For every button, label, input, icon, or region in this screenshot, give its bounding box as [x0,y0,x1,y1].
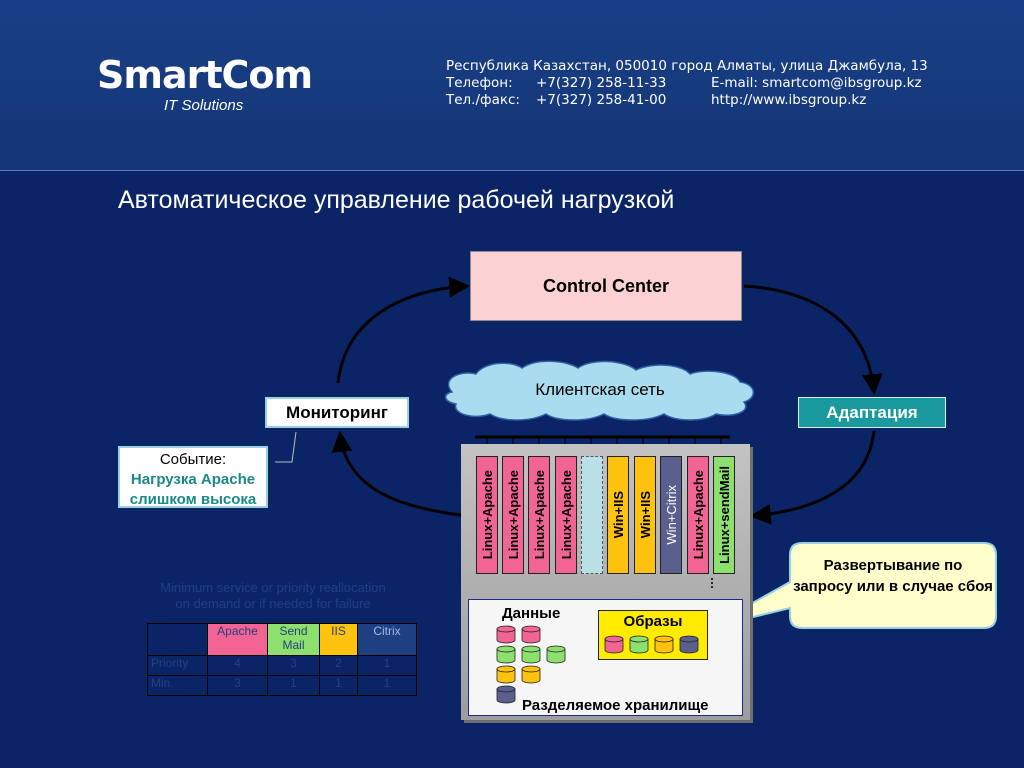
server-label: Linux+Apache [479,470,495,560]
server-6: Win+IIS [607,456,629,574]
adaptation-label: Адаптация [826,402,918,422]
logo: SmartCom [97,53,313,97]
arrow-cluster-to-monitoring [331,430,469,518]
server-label: Linux+Apache [690,470,706,560]
server-label: Win+Citrix [663,485,679,545]
phone-label: Телефон: [446,75,513,91]
priority-cell: 1 [319,675,358,696]
event-connector-line [275,431,297,463]
header-banner: SmartCom IT Solutions Республика Казахст… [0,0,1024,171]
control-center-label: Control Center [543,276,669,296]
priority-note: Minimum service or priority reallocation… [148,580,398,612]
priority-cell: 4 [207,655,268,676]
logo-subtitle: IT Solutions [164,97,244,114]
storage-label: Разделяемое хранилище [522,697,709,714]
priority-cell: 2 [319,655,358,676]
arrow-control-to-adaptation [743,284,883,396]
server-label: Linux+Apache [558,470,574,560]
arrow-monitoring-to-control [336,276,471,384]
priority-row-label: Min. [147,675,208,696]
images-label: Образы [623,613,683,630]
data-label: Данные [502,605,561,622]
event-box: Событие: Нагрузка Apache слишком высока [118,446,268,508]
server-9: Linux+Apache [687,456,709,574]
server-7: Win+IIS [634,456,656,574]
monitoring-box: Мониторинг [265,397,409,428]
server-label: Win+IIS [610,491,626,539]
server-10: Linux+sendMail [713,456,735,574]
cloud-shape [444,360,754,421]
server-1: Linux+Apache [476,456,498,574]
priority-header-cell: IIS [319,623,358,656]
server-label: Linux+sendMail [716,466,732,564]
server-label: Win+IIS [637,491,653,539]
server-2: Linux+Apache [502,456,524,574]
client-network-label: Клиентская сеть [535,380,665,399]
event-line-1: Нагрузка Apache [130,471,256,488]
control-center-box: Control Center [470,251,742,321]
address: Республика Казахстан, 050010 город Алмат… [446,58,928,74]
priority-header-cell: Apache [207,623,268,656]
page-title: Автоматическое управление рабочей нагруз… [118,186,675,214]
server-4: Linux+Apache [555,456,577,574]
fax: +7(327) 258-41-00 [536,92,667,108]
priority-note-line-1: Minimum service or priority reallocation [160,580,386,595]
priority-cell: 1 [267,675,320,696]
server-label: Linux+Apache [531,470,547,560]
priority-header-cell: Send Mail [267,623,320,656]
callout-text: Развертывание по запросу или в случае сб… [793,557,993,595]
priority-cell: 1 [357,675,417,696]
server-label: Linux+Apache [505,470,521,560]
monitoring-label: Мониторинг [286,402,388,422]
priority-note-line-2: on demand or if needed for failure [175,596,371,611]
priority-row-label: Priority [147,655,208,676]
callout-bubble [707,542,997,629]
event-title: Событие: [159,451,227,468]
priority-cell: 3 [207,675,268,696]
contact-info: Республика Казахстан, 050010 город Алмат… [446,58,928,109]
priority-header-cell [147,623,208,656]
priority-header-cell: Citrix [357,623,417,656]
priority-cell: 1 [357,655,417,676]
adaptation-box: Адаптация [798,397,946,428]
fax-label: Тел./факс: [446,92,520,108]
phone: +7(327) 258-11-33 [536,75,667,91]
email: E-mail: smartcom@ibsgroup.kz [711,75,922,91]
arrow-adaptation-to-cluster [749,430,876,525]
server-3: Linux+Apache [528,456,550,574]
server-slot-empty [581,456,603,574]
website: http://www.ibsgroup.kz [711,92,867,108]
priority-cell: 3 [267,655,320,676]
event-line-2: слишком высока [129,491,257,508]
server-8: Win+Citrix [660,456,682,574]
